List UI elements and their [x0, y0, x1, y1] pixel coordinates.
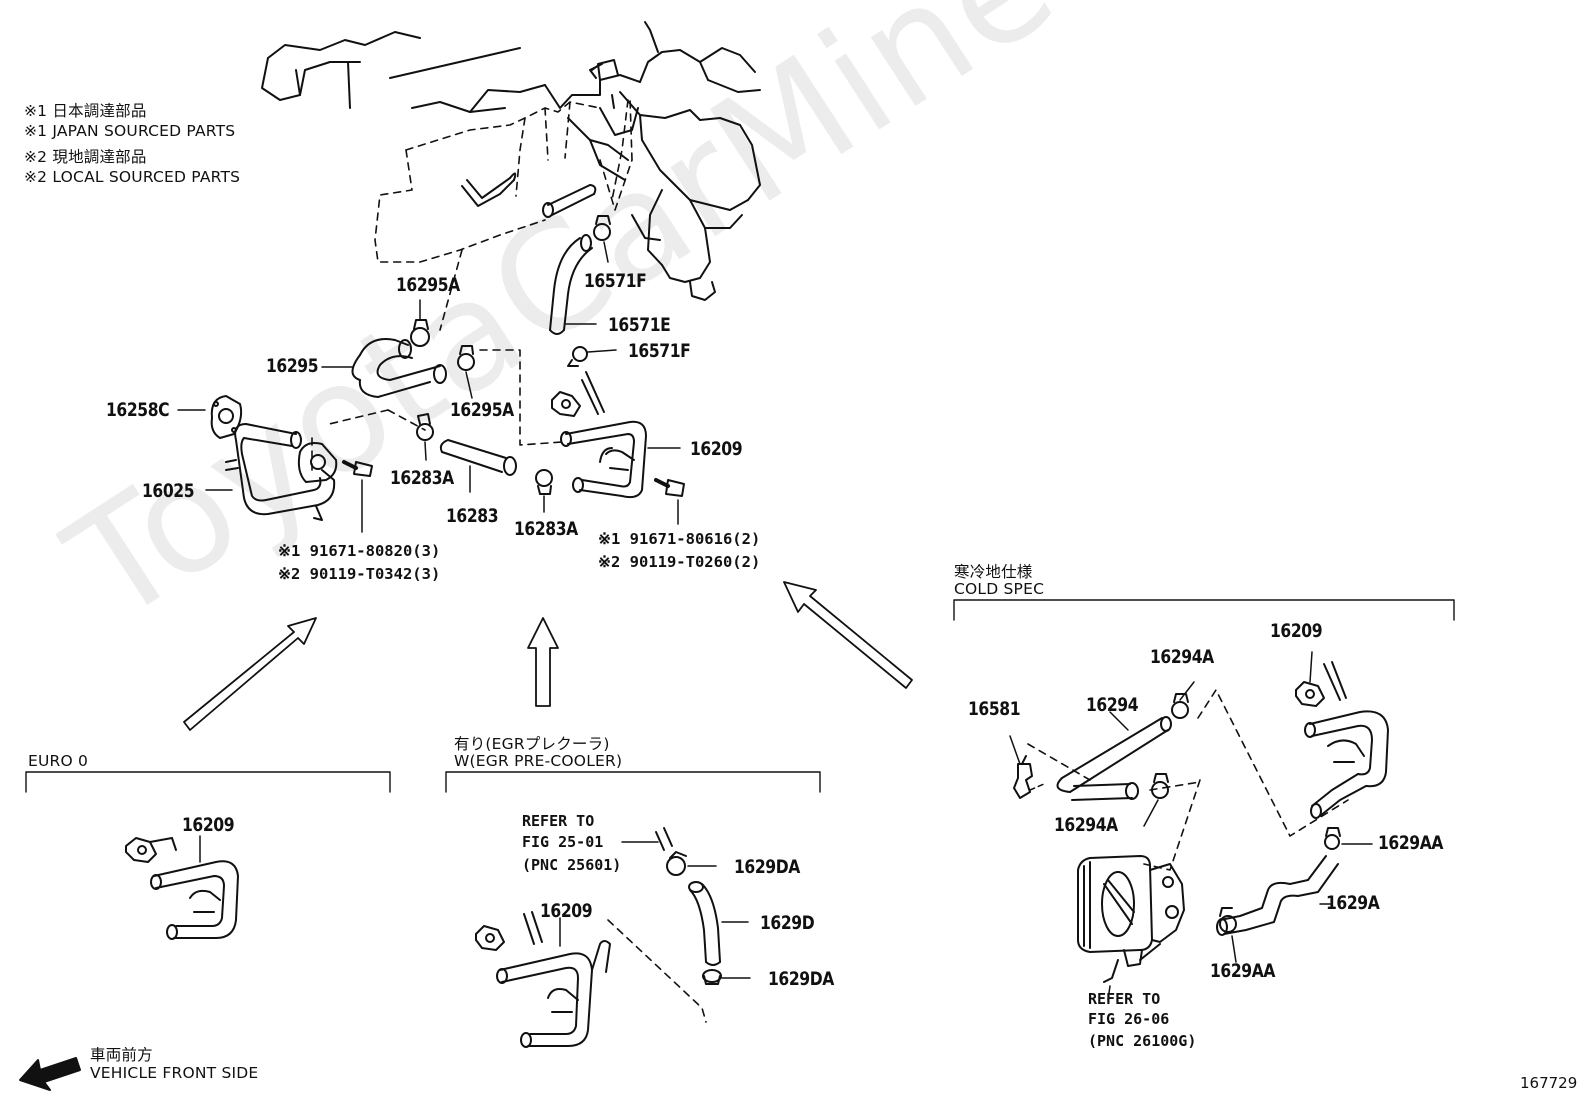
label-16294[interactable]: 16294: [1086, 694, 1139, 716]
section-title-cold-en: COLD SPEC: [954, 580, 1045, 598]
arrow-euro: [183, 617, 317, 731]
vehicle-front-arrow: [19, 1057, 81, 1091]
hose-16571e: [549, 234, 597, 335]
egr-parts: [475, 827, 751, 1048]
clamp-16295a-top: [410, 299, 430, 347]
label-16283a-left[interactable]: 16283A: [390, 467, 454, 489]
label-16571e[interactable]: 16571E: [608, 314, 671, 336]
arrow-cold: [783, 581, 913, 689]
egr-refer-line-1: REFER TO: [522, 812, 595, 830]
note-1-en: ※1 JAPAN SOURCED PARTS: [24, 122, 236, 140]
bolt-left: [342, 460, 373, 533]
engine-outline: [261, 21, 761, 301]
bracket-egr: [445, 771, 821, 793]
label-16571f-bottom[interactable]: 16571F: [628, 340, 691, 362]
label-16283a-right[interactable]: 16283A: [514, 518, 578, 540]
label-16258c[interactable]: 16258C: [106, 399, 170, 421]
section-title-egr-en: W(EGR PRE-COOLER): [454, 752, 623, 770]
note-2-en: ※2 LOCAL SOURCED PARTS: [24, 168, 241, 186]
cold-refer-line-3: (PNC 26100G): [1088, 1032, 1197, 1050]
figure-id: 167729: [1520, 1074, 1578, 1092]
section-brackets: [25, 599, 1455, 793]
label-16295a-top[interactable]: 16295A: [396, 274, 460, 296]
bolt-right-note-1: ※1 91671-80616(2): [598, 530, 761, 548]
label-16294a-top[interactable]: 16294A: [1150, 646, 1214, 668]
egr-refer-line-2[interactable]: FIG 25-01: [522, 833, 604, 851]
label-1629aa-bottom[interactable]: 1629AA: [1210, 960, 1276, 982]
bolt-right-note-2: ※2 90119-T0260(2): [598, 553, 761, 571]
bracket-euro: [25, 771, 391, 793]
clamp-16571f-top: [593, 215, 611, 263]
vehicle-front-en: VEHICLE FRONT SIDE: [90, 1064, 259, 1082]
note-1-jp: ※1 日本調達部品: [24, 102, 147, 120]
label-euro-16209[interactable]: 16209: [182, 814, 235, 836]
cold-refer-line-1: REFER TO: [1088, 990, 1161, 1008]
cold-parts: [1009, 651, 1389, 1001]
label-16581[interactable]: 16581: [968, 698, 1021, 720]
label-16571f-top[interactable]: 16571F: [584, 270, 647, 292]
section-title-egr-jp: 有り(EGRプレクーラ): [454, 735, 610, 753]
label-1629d[interactable]: 1629D: [760, 912, 815, 934]
label-1629a[interactable]: 1629A: [1326, 892, 1380, 914]
dashed-reference-lines: [311, 97, 633, 471]
label-1629da-top[interactable]: 1629DA: [734, 856, 800, 878]
bracket-cold: [953, 599, 1455, 621]
vehicle-front-jp: 車両前方: [90, 1046, 153, 1064]
label-16283[interactable]: 16283: [446, 505, 499, 527]
cold-refer-line-2[interactable]: FIG 26-06: [1088, 1010, 1170, 1028]
arrow-egr: [527, 617, 559, 707]
label-16295[interactable]: 16295: [266, 355, 319, 377]
hose-16283: [439, 439, 517, 493]
gasket-16258c: [177, 395, 243, 439]
pipe-16025: [205, 423, 338, 521]
bolt-left-note-2: ※2 90119-T0342(3): [278, 565, 441, 583]
label-1629aa-top[interactable]: 1629AA: [1378, 832, 1444, 854]
hose-16295: [321, 338, 447, 398]
label-16025[interactable]: 16025: [142, 480, 195, 502]
pipe-16209-main: [551, 371, 681, 499]
egr-refer-line-3: (PNC 25601): [522, 856, 622, 874]
section-title-cold-jp: 寒冷地仕様: [954, 563, 1033, 581]
clamp-16283a-left: [416, 413, 434, 461]
label-1629da-bottom[interactable]: 1629DA: [768, 968, 834, 990]
note-2-jp: ※2 現地調達部品: [24, 148, 147, 166]
label-egr-16209[interactable]: 16209: [540, 900, 593, 922]
engine-hoses: [461, 172, 597, 218]
bolt-left-note-1: ※1 91671-80820(3): [278, 542, 441, 560]
label-cold-16209[interactable]: 16209: [1270, 620, 1323, 642]
clamp-16283a-right: [535, 469, 553, 513]
reference-arrows: [183, 581, 913, 731]
euro-pipe-16209: [125, 835, 239, 940]
clamp-16295a-bottom: [457, 345, 475, 399]
clamp-16571f-bottom: [567, 346, 617, 367]
label-16295a-bottom[interactable]: 16295A: [450, 399, 514, 421]
label-16294a-bottom[interactable]: 16294A: [1054, 814, 1118, 836]
bolt-right: [654, 478, 685, 525]
section-title-euro: EURO 0: [28, 752, 89, 770]
label-16209[interactable]: 16209: [690, 438, 743, 460]
